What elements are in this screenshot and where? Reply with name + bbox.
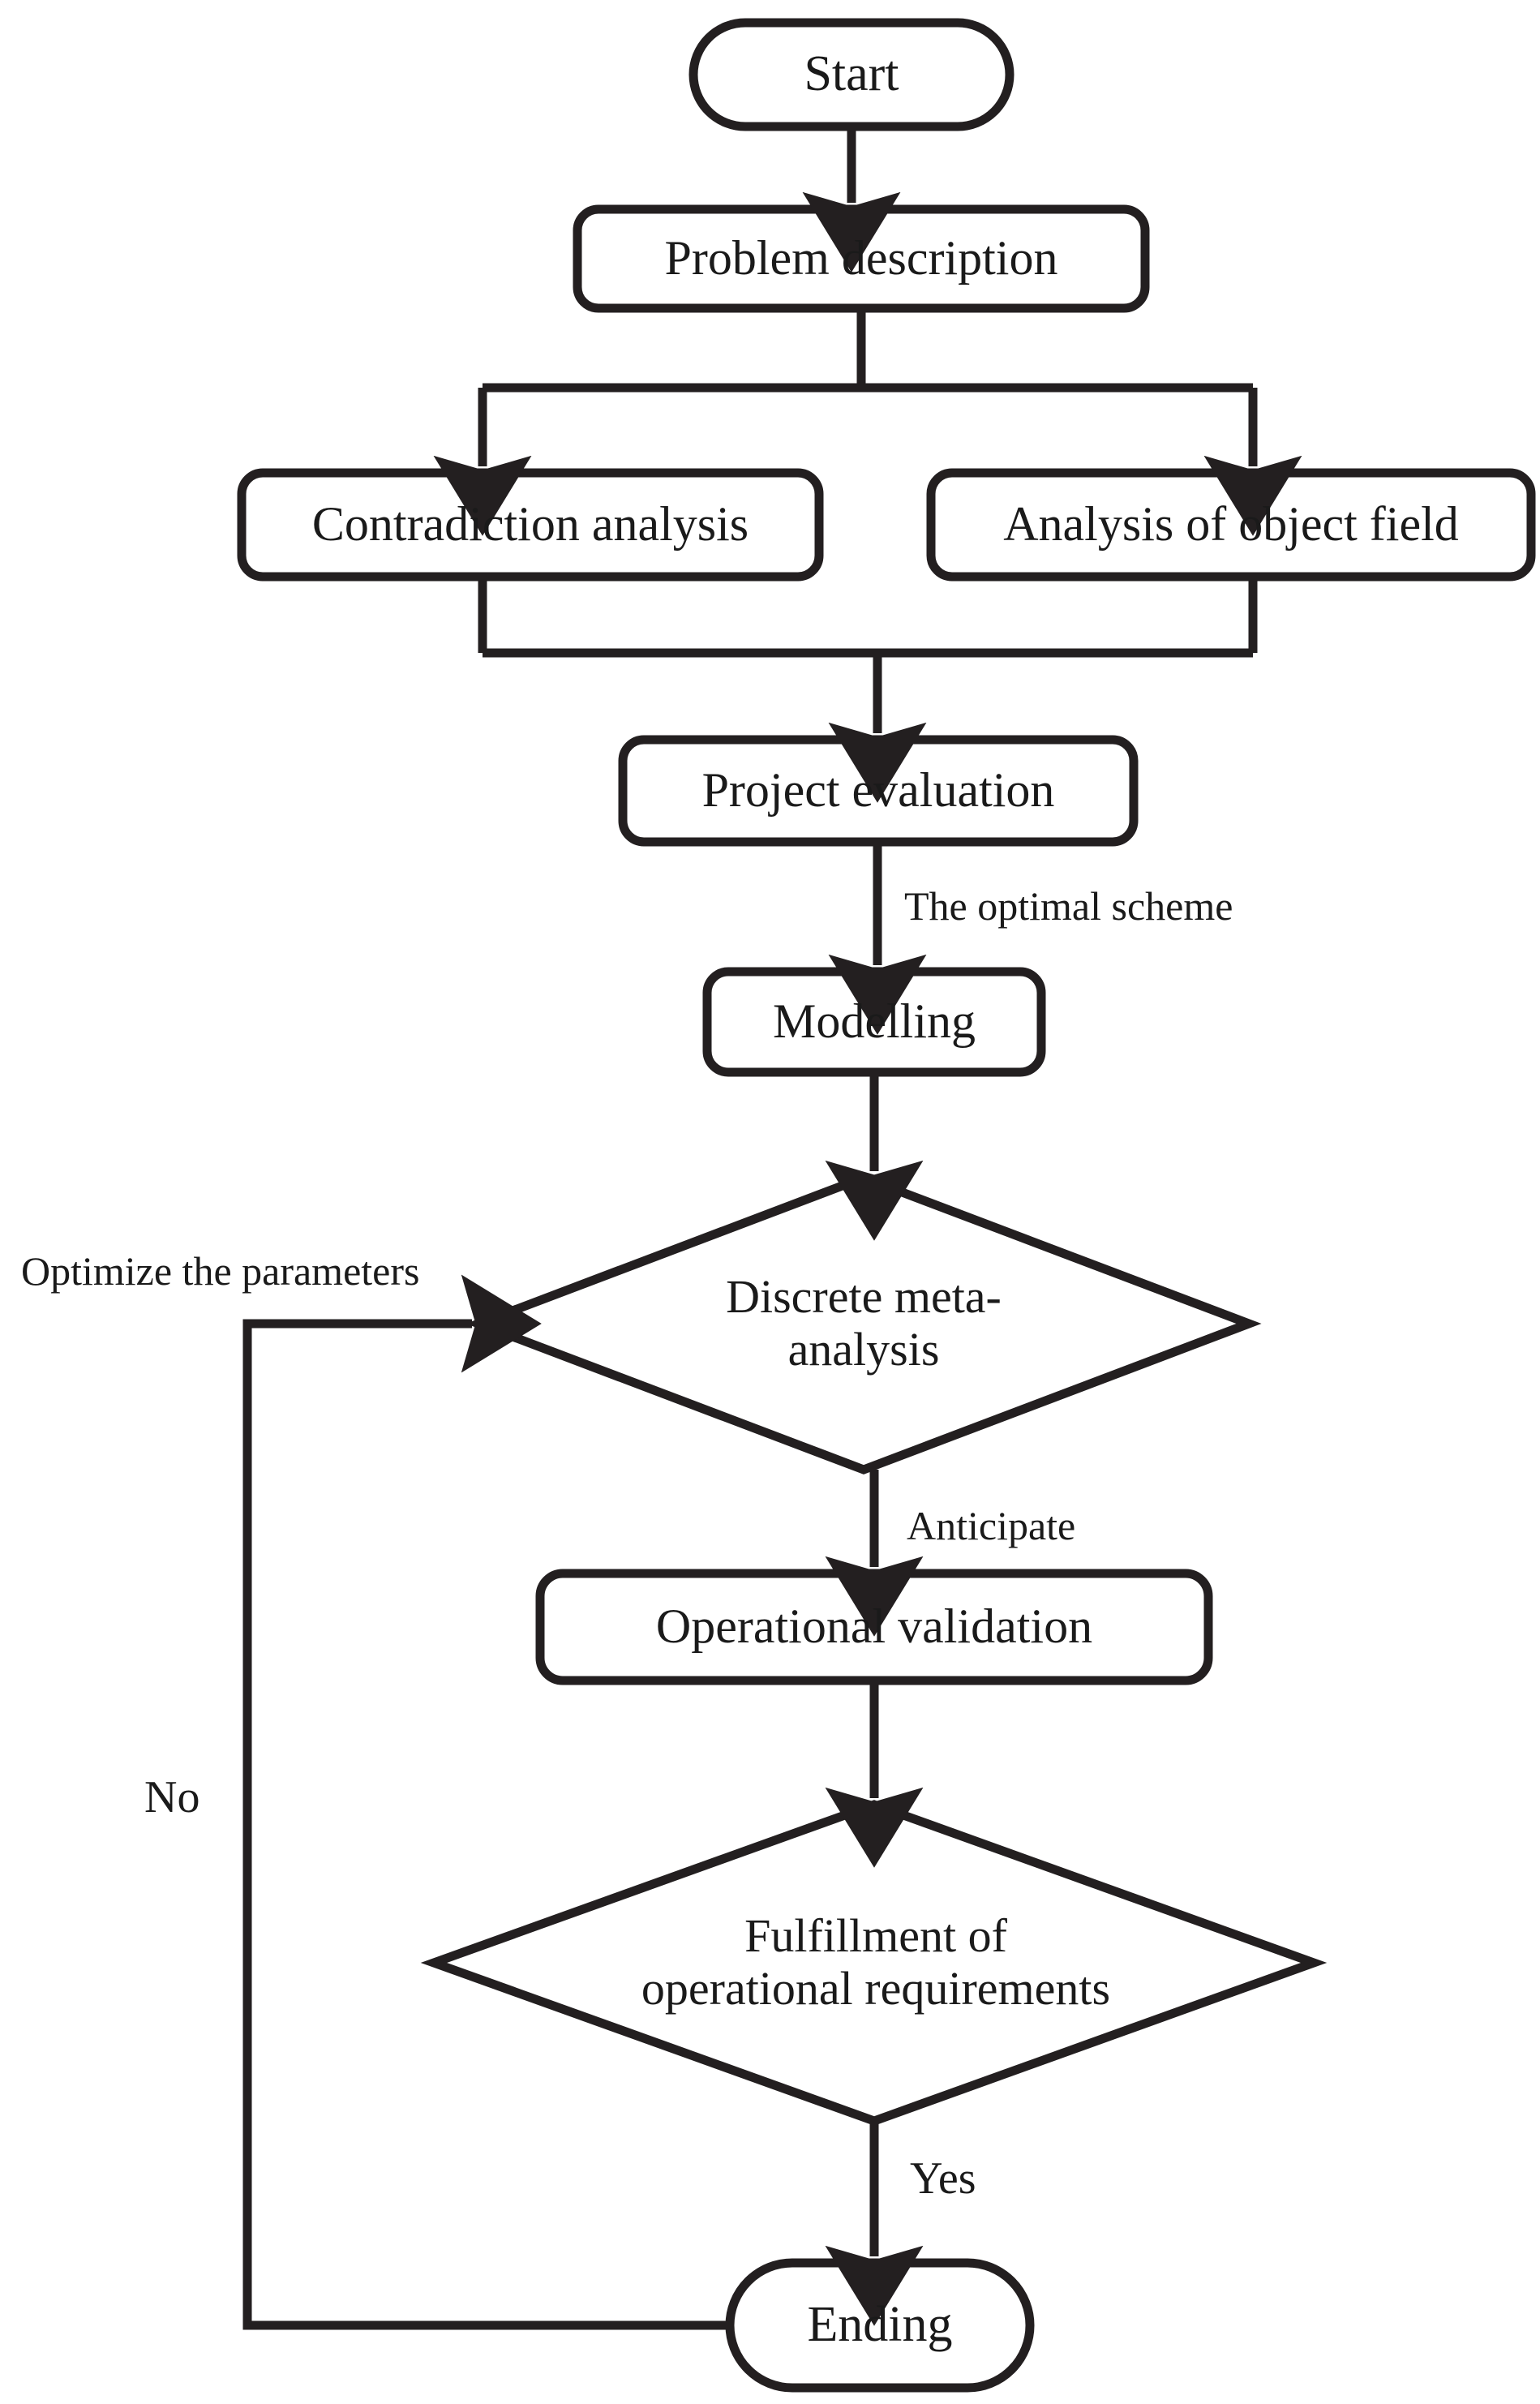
edge-label-the-optimal-scheme: The optimal scheme (904, 883, 1233, 929)
edge-label-anticipate: Anticipate (907, 1503, 1076, 1548)
node-shape-ending[interactable] (725, 2258, 1035, 2393)
node-shape-modelling[interactable] (702, 967, 1046, 1077)
node-shape-operational-validation[interactable] (535, 1569, 1213, 1685)
connector-ending-feedback-loop (242, 1274, 730, 2330)
node-shape-start[interactable] (688, 18, 1015, 131)
node-shape-contradiction-analysis[interactable] (237, 468, 824, 582)
node-shape-discrete-meta-analysis[interactable] (465, 1173, 1262, 1475)
node-shape-project-evaluation[interactable] (618, 735, 1139, 847)
flow-nodes (237, 18, 1536, 2393)
node-shape-analysis-of-object-field[interactable] (926, 468, 1536, 582)
edge-label-yes: Yes (910, 2153, 976, 2204)
edge-label-optimize-the-parameters: Optimize the parameters (21, 1248, 420, 1294)
node-shape-problem-description[interactable] (573, 204, 1150, 313)
flow-connectors (242, 127, 1302, 2330)
node-shape-fulfillment-of-operational-requirements[interactable] (420, 1800, 1328, 2126)
edge-label-no: No (144, 1772, 200, 1822)
